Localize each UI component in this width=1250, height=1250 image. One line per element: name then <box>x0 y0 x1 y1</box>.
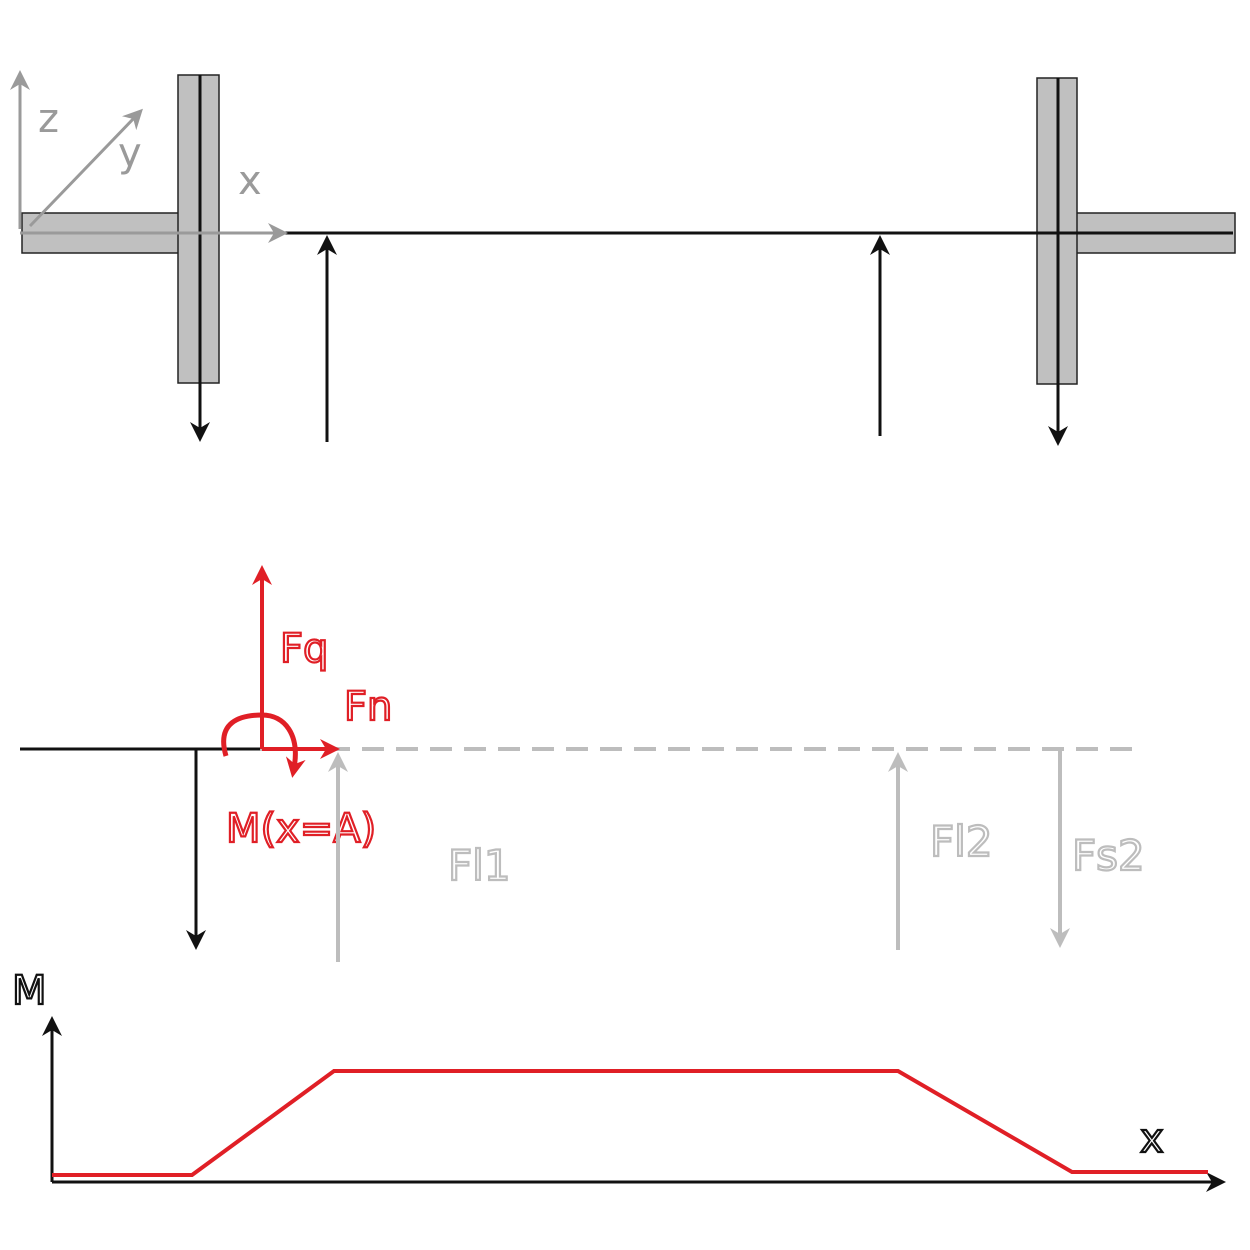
coordinate-system: z y x <box>10 70 288 243</box>
moment-plot: M x <box>11 967 1226 1192</box>
fl1-label: Fl1 <box>448 841 511 890</box>
fn-label: Fn <box>344 684 392 730</box>
moment-curve <box>52 1069 1208 1177</box>
x-axis-label: x <box>238 158 262 204</box>
moment-label: M(x=A) <box>226 806 376 852</box>
moment-arc-arrow <box>221 712 306 778</box>
moment-plot-x-label: x <box>1140 1116 1164 1162</box>
fs2-label: Fs2 <box>1072 831 1145 880</box>
fq-label: Fq <box>280 626 328 672</box>
y-axis-label: y <box>118 130 142 176</box>
moment-plot-m-label: M <box>12 968 47 1014</box>
fl2-label: Fl2 <box>930 817 993 866</box>
y-axis-arrow <box>28 108 143 228</box>
top-forces <box>190 235 1068 446</box>
shaft-assembly <box>21 74 1236 385</box>
section-cut: Fq Fn M(x=A) Fl1 Fl2 Fs2 <box>20 565 1146 962</box>
z-axis-label: z <box>38 96 59 142</box>
